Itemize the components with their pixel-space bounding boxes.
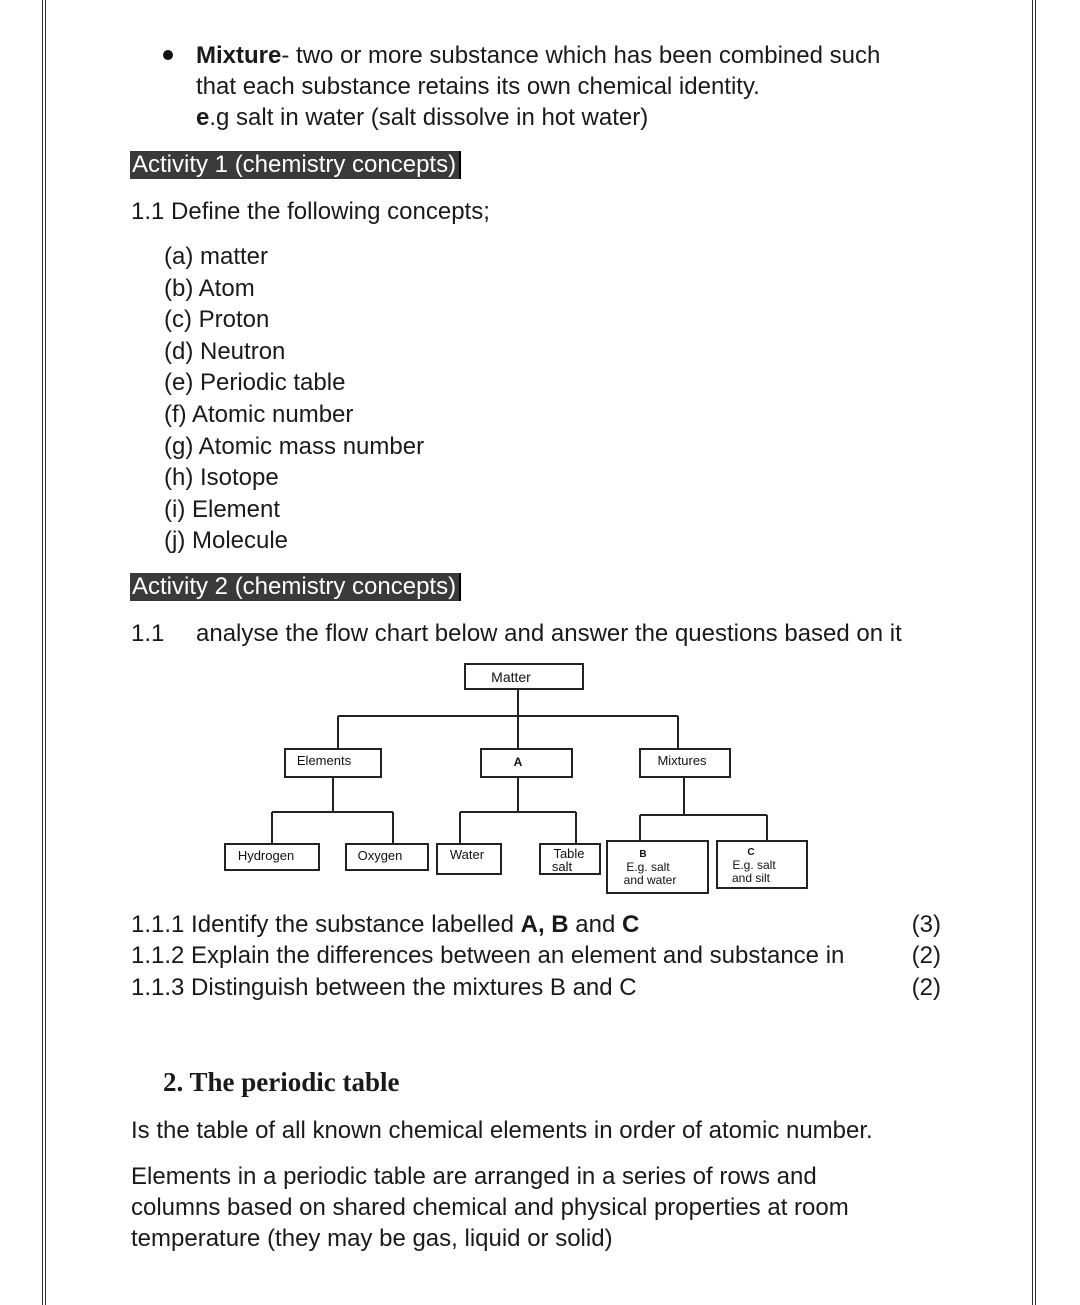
periodic-table-heading: 2. The periodic table	[163, 1067, 400, 1097]
chart-label-c-line-2: and silt	[732, 871, 771, 885]
chart-label-elements: Elements	[297, 753, 352, 768]
chart-node-matter: Matter	[464, 663, 584, 690]
concept-item: (g) Atomic mass number	[164, 432, 425, 460]
concept-item: (i) Element	[164, 495, 281, 523]
concept-list: (a) matter (b) Atom (c) Proton (d) Neutr…	[164, 241, 424, 557]
activity-1-instruction: 1.1 Define the following concepts;	[131, 198, 490, 225]
chart-node-oxygen: Oxygen	[345, 843, 429, 871]
chart-label-a: A	[514, 755, 523, 769]
mixture-definition-text: - two or more substance which has been c…	[281, 42, 881, 69]
right-page-border-inner	[1035, 0, 1036, 1305]
mixture-definition: Mixture- two or more substance which has…	[196, 40, 880, 133]
question-marks: (2)	[911, 974, 941, 1001]
chart-node-hydrogen: Hydrogen	[224, 843, 320, 871]
question-1-1-2: 1.1.2 Explain the differences between an…	[131, 940, 941, 971]
concept-item: (c) Proton	[164, 306, 270, 334]
concept-item: (a) matter	[164, 243, 269, 270]
example-text: .g salt in water (salt dissolve in hot w…	[209, 104, 649, 131]
chart-label-table: Table	[553, 846, 584, 861]
chart-node-mixtures: Mixtures	[639, 748, 731, 778]
question-text: 1.1.2 Explain the differences between an…	[131, 942, 845, 969]
activity-2-heading: Activity 2 (chemistry concepts)	[130, 573, 462, 601]
question-text-mid: and	[568, 911, 622, 938]
chart-node-b: B E.g. salt and water	[606, 840, 709, 894]
chart-label-c: C	[747, 847, 754, 858]
concept-item: (b) Atom	[164, 274, 255, 302]
periodic-paragraph-1: Is the table of all known chemical eleme…	[131, 1117, 873, 1144]
chart-label-b: B	[639, 849, 646, 860]
paragraph-line: columns based on shared chemical and phy…	[131, 1194, 849, 1221]
mixture-line-1: Mixture- two or more substance which has…	[196, 40, 880, 71]
mixture-line-2: that each substance retains its own chem…	[196, 73, 760, 100]
chart-node-elements: Elements	[284, 748, 382, 778]
concept-item: (f) Atomic number	[164, 400, 354, 428]
concept-item: (e) Periodic table	[164, 369, 346, 397]
right-page-border	[1032, 0, 1033, 1305]
chart-label-matter: Matter	[491, 669, 531, 685]
chart-label-mixtures: Mixtures	[657, 753, 707, 768]
activity-1-heading: Activity 1 (chemistry concepts)	[130, 151, 462, 179]
activity-2-instruction: analyse the flow chart below and answer …	[196, 620, 902, 647]
question-marks: (2)	[911, 942, 941, 969]
concept-item: (j) Molecule	[164, 527, 289, 555]
example-bold-letter: e	[196, 104, 210, 131]
chart-label-b-line-1: E.g. salt	[626, 860, 670, 874]
chart-node-c: C E.g. salt and silt	[716, 840, 808, 889]
question-text: 1.1.3 Distinguish between the mixtures B…	[131, 974, 637, 1001]
activity-2-number: 1.1	[131, 620, 165, 647]
mixture-example: e.g salt in water (salt dissolve in hot …	[196, 102, 880, 133]
mixture-term: Mixture	[196, 42, 282, 69]
chart-label-hydrogen: Hydrogen	[238, 848, 294, 863]
question-marks: (3)	[911, 911, 941, 938]
question-text: 1.1.1 Identify the substance labelled	[131, 911, 521, 938]
chart-label-water: Water	[450, 847, 485, 862]
question-bold-label-c: C	[622, 911, 640, 938]
bullet-point	[163, 50, 173, 60]
chart-node-water: Water	[436, 843, 502, 875]
matter-flow-chart: Matter Elements A Mixtures Hydrogen Oxyg…	[224, 663, 808, 894]
chart-label-oxygen: Oxygen	[358, 848, 403, 863]
chart-label-b-line-2: and water	[624, 873, 677, 887]
chart-label-c-line-1: E.g. salt	[732, 858, 776, 872]
paragraph-line: Elements in a periodic table are arrange…	[131, 1163, 817, 1190]
concept-item: (d) Neutron	[164, 337, 286, 365]
question-bold-labels: A, B	[520, 911, 569, 938]
left-page-border-inner	[45, 0, 46, 1305]
question-1-1-1: 1.1.1 Identify the substance labelled A,…	[131, 909, 941, 940]
left-page-border	[42, 0, 43, 1305]
chart-node-table-salt: Table salt	[539, 843, 601, 875]
concept-item: (h) Isotope	[164, 464, 279, 492]
paragraph-line: temperature (they may be gas, liquid or …	[131, 1225, 613, 1252]
chart-connectors	[271, 689, 768, 844]
chart-node-a: A	[480, 748, 573, 778]
periodic-paragraph-2: Elements in a periodic table are arrange…	[131, 1161, 849, 1254]
question-1-1-3: 1.1.3 Distinguish between the mixtures B…	[131, 972, 941, 1003]
chart-label-salt: salt	[552, 859, 573, 874]
